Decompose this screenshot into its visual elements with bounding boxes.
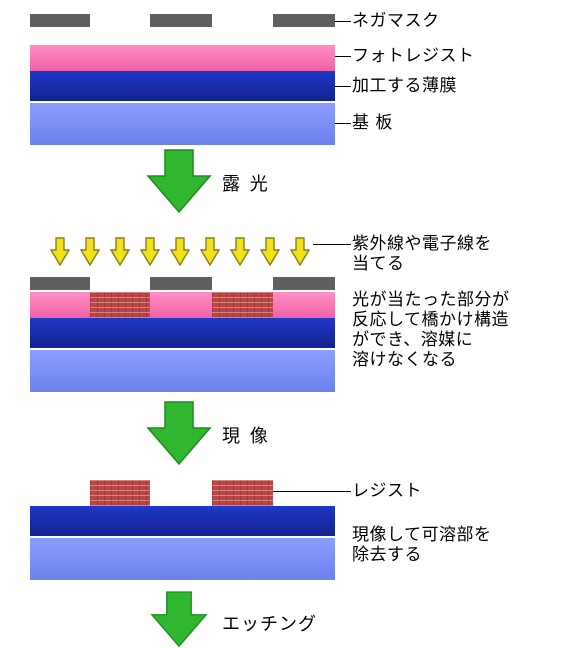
label-substrate: 基 板 xyxy=(352,113,393,133)
step-arrow-icon xyxy=(146,401,212,466)
leader-line xyxy=(335,86,351,87)
substrate-layer xyxy=(30,350,335,392)
mask-segment xyxy=(273,14,335,27)
label-photoresist: フォトレジスト xyxy=(352,46,475,66)
substrate-layer xyxy=(30,538,335,580)
step-label-etching: エッチング xyxy=(222,614,317,635)
step-label-exposure: 露 光 xyxy=(222,174,270,195)
leader-line xyxy=(335,56,351,57)
photoresist-layer xyxy=(30,45,335,71)
thin-film-layer xyxy=(30,318,335,348)
leader-line xyxy=(273,491,351,492)
label-resist: レジスト xyxy=(352,481,422,501)
label-remove: 現像して可溶部を 除去する xyxy=(352,525,492,565)
mask-segment xyxy=(30,14,90,27)
label-nega-mask: ネガマスク xyxy=(352,11,440,31)
crosslinked-resist xyxy=(90,480,150,506)
step-arrow-icon xyxy=(146,149,212,214)
mask-segment xyxy=(150,14,212,27)
label-crosslink: 光が当たった部分が 反応して橋かけ構造 ができ、溶媒に 溶けなくなる xyxy=(352,290,510,370)
crosslinked-resist xyxy=(212,480,273,506)
mask-segment xyxy=(273,277,335,290)
thin-film-layer xyxy=(30,71,335,101)
step-arrow-icon xyxy=(150,591,208,648)
mask-segment xyxy=(150,277,212,290)
leader-line xyxy=(335,21,351,22)
leader-line xyxy=(313,244,351,245)
step-label-development: 現 像 xyxy=(222,426,270,447)
substrate-layer xyxy=(30,103,335,145)
label-thin-film: 加工する薄膜 xyxy=(352,76,457,96)
crosslinked-resist xyxy=(212,292,273,318)
photoresist-layer xyxy=(30,292,335,318)
label-uv-ebeam: 紫外線や電子線を 当てる xyxy=(352,234,492,274)
thin-film-layer xyxy=(30,506,335,536)
crosslinked-resist xyxy=(90,292,150,318)
yellow-arrows-icon xyxy=(50,237,310,266)
leader-line xyxy=(335,123,351,124)
mask-segment xyxy=(30,277,90,290)
